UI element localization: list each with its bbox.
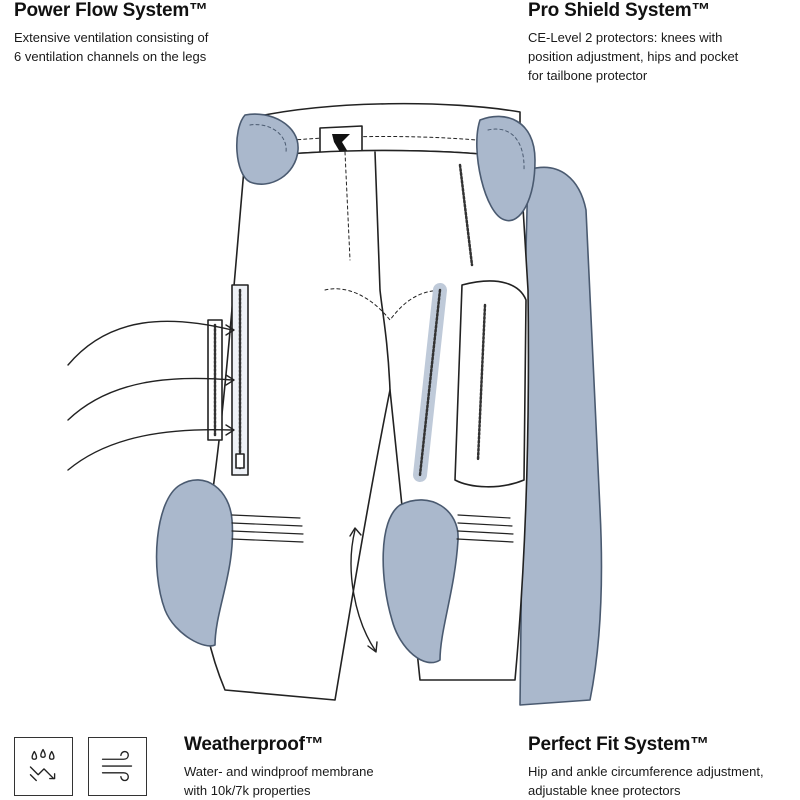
- feature-perfect-fit-title: Perfect Fit System™: [528, 734, 709, 755]
- pants-illustration: [67, 102, 603, 706]
- cargo-pocket: [454, 280, 527, 488]
- airflow-arrows: [67, 320, 235, 471]
- feature-pro-shield: Pro Shield System™ CE-Level 2 protectors…: [528, 0, 793, 85]
- feature-weatherproof-text: Water- and windproof membrane with 10k/7…: [184, 764, 374, 798]
- feature-power-flow-text: Extensive ventilation consisting of 6 ve…: [14, 30, 209, 64]
- hip-zipper: [458, 163, 474, 267]
- feature-power-flow: Power Flow System™ Extensive ventilation…: [14, 0, 314, 66]
- wind-icon: [88, 737, 147, 796]
- feature-pro-shield-title: Pro Shield System™: [528, 0, 711, 21]
- brand-logo-icon: [332, 134, 350, 152]
- back-leg-shape: [519, 166, 603, 706]
- knee-adjust-arrow: [350, 529, 376, 651]
- feature-perfect-fit-text: Hip and ankle circumference adjustment, …: [528, 764, 764, 798]
- feature-weatherproof: Weatherproof™ Water- and windproof membr…: [184, 734, 444, 800]
- left-hip-protector: [236, 113, 299, 185]
- feature-perfect-fit: Perfect Fit System™ Hip and ankle circum…: [528, 734, 793, 800]
- feature-power-flow-title: Power Flow System™: [14, 0, 208, 21]
- left-knee-protector: [155, 479, 234, 647]
- right-knee-protector: [382, 499, 459, 664]
- water-drops-icon: [14, 737, 73, 796]
- feature-weatherproof-title: Weatherproof™: [184, 734, 324, 755]
- feature-pro-shield-text: CE-Level 2 protectors: knees with positi…: [528, 30, 739, 83]
- right-hip-protector: [476, 115, 536, 222]
